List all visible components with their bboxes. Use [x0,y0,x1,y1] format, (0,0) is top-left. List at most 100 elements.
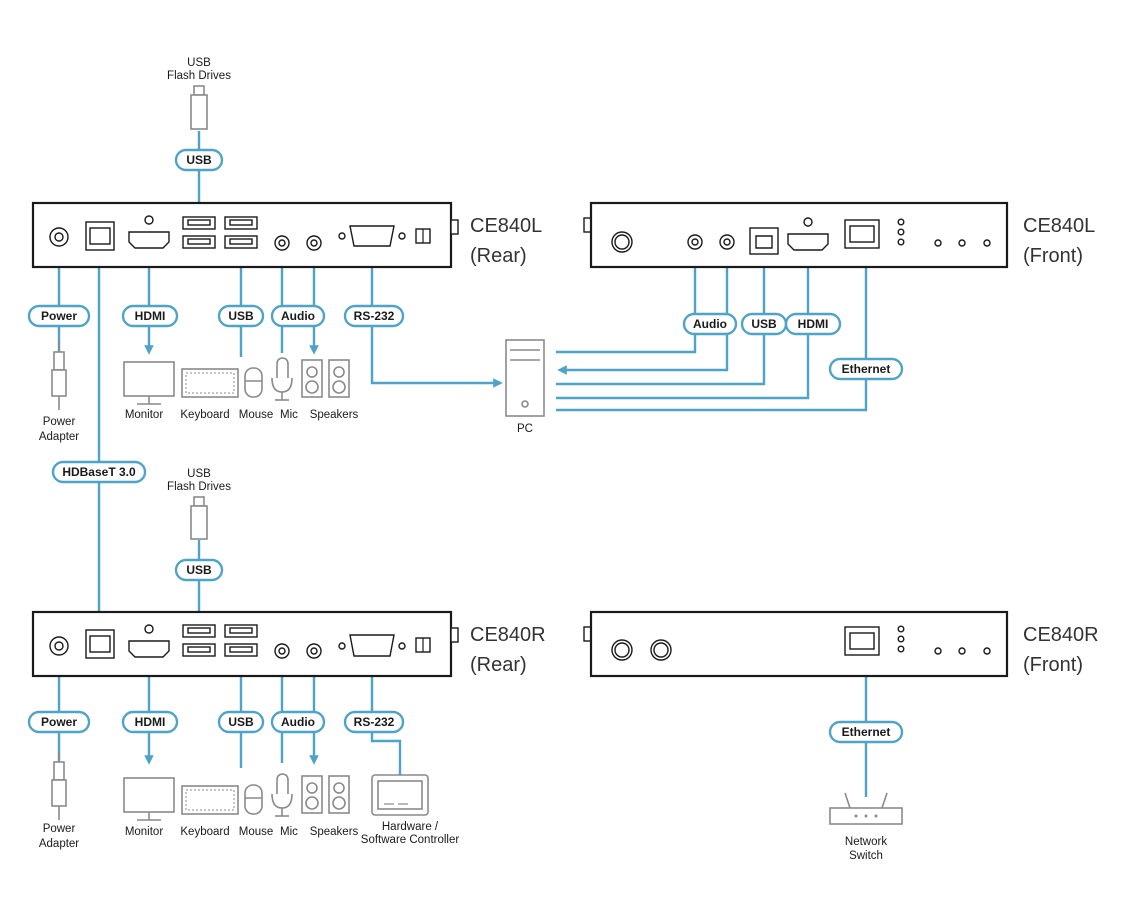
hdmi-pill-front: HDMI [784,312,842,336]
front-knobs-icon [611,639,672,661]
monitor-icon [123,361,175,405]
svg-text:Ethernet: Ethernet [842,725,891,739]
dip-switch-icon [415,637,431,653]
controller-icon [371,774,429,816]
usb-flash-label-1: USB [187,57,211,69]
speakers-label-bottom: Speakers [310,826,359,838]
svg-text:USB: USB [186,153,212,167]
power-adapter-label-bottom-2: Adapter [39,838,79,850]
keyboard-icon [181,785,239,815]
ethernet-front-cable [556,258,868,412]
pc-tower-icon [505,339,545,417]
usb-front-cable [556,258,766,386]
svg-text:USB: USB [751,317,777,331]
usb-pill-top: USB [174,148,224,172]
mouse-icon [244,367,263,398]
network-switch-label-2: Switch [849,850,883,862]
cable-labels: USB Power HDMI USB Audio RS-232 Audio U [27,148,904,744]
keyboard-label-bottom: Keyboard [180,826,229,838]
svg-text:Audio: Audio [281,309,315,323]
rs232-cable-bottom [367,665,402,775]
svg-text:Audio: Audio [281,715,315,729]
usb-ports-icon [182,624,258,657]
speakers-icon [301,359,350,398]
usb-flash-drive-icon [190,85,208,130]
power-adapter-label-2: Adapter [39,431,79,443]
mic-icon [271,773,293,817]
svg-text:HDMI: HDMI [135,715,166,729]
hdbaset-pill: HDBaseT 3.0 [51,460,147,484]
ethernet-port-icon [844,626,880,656]
keyboard-label: Keyboard [180,409,229,421]
svg-text:RS-232: RS-232 [354,715,395,729]
audio-pill-bottom: Audio [270,710,326,734]
audio-pill-front: Audio [682,312,738,336]
speakers-label: Speakers [310,409,359,421]
power-jack-icon [49,636,69,656]
power-adapter-icon [51,340,67,410]
audio-jacks-icon [274,235,322,251]
svg-text:Audio: Audio [693,317,727,331]
audio-front-cable-1 [556,253,700,354]
usb-b-port-icon [749,227,779,255]
ethernet-port-icon [844,219,880,249]
hdmi-pill-bottom: HDMI [121,710,179,734]
rs232-port-icon [338,634,406,657]
front-knob-icon [611,231,633,253]
power-pill-top: Power [27,304,91,328]
svg-text:HDMI: HDMI [135,309,166,323]
usb-pill-bottom-2: USB [217,710,265,734]
hdmi-port-icon [128,215,170,249]
ce840r-front-side: (Front) [1023,654,1083,676]
dip-switch-icon [415,228,431,244]
usb-flash-label-bottom-1: USB [187,468,211,480]
mic-label: Mic [280,409,298,421]
ce840r-front-name: CE840R [1023,624,1099,646]
ethernet-pill-bottom: Ethernet [828,720,904,744]
svg-text:USB: USB [228,715,254,729]
mic-icon [271,357,293,401]
ce840l-rear-panel [31,201,459,269]
usb-pill-top-2: USB [217,304,265,328]
hdmi-port-icon [128,624,170,658]
keyboard-icon [181,368,239,398]
ce840l-front-name: CE840L [1023,215,1095,237]
ce840l-rear-name: CE840L [470,215,542,237]
power-pill-bottom: Power [27,710,91,734]
hdbaset-port-icon [85,629,115,659]
usb-flash-drive-icon [190,496,208,540]
svg-text:USB: USB [228,309,254,323]
front-hdmi-port-icon [787,217,829,251]
ethernet-pill-front: Ethernet [828,357,904,381]
monitor-label-bottom: Monitor [125,826,164,838]
power-jack-icon [49,227,69,247]
ce840r-rear-name: CE840R [470,624,546,646]
mouse-label-bottom: Mouse [239,826,274,838]
network-switch-label-1: Network [845,836,887,848]
mic-label-bottom: Mic [280,826,298,838]
mouse-label: Mouse [239,409,274,421]
power-adapter-icon [51,752,67,820]
svg-text:Power: Power [41,715,77,729]
power-adapter-label-1: Power [43,416,76,428]
controller-label-1: Hardware / [382,821,439,833]
hdbaset-port-icon [85,221,115,251]
status-leds-icon [897,625,991,655]
ce840l-front-panel [583,201,1009,269]
power-adapter-label-bottom-1: Power [43,823,76,835]
rs232-cable-top [370,258,503,388]
ce840l-front-side: (Front) [1023,245,1083,267]
usb-ports-icon [182,216,258,249]
svg-text:USB: USB [186,563,212,577]
ce840r-front-panel [583,610,1009,678]
svg-text:HDMI: HDMI [798,317,829,331]
usb-pill-front: USB [740,312,788,336]
svg-text:RS-232: RS-232 [354,309,395,323]
ce840r-rear-side: (Rear) [470,654,527,676]
rs232-pill-bottom: RS-232 [343,710,405,734]
rs232-pill-top: RS-232 [343,304,405,328]
svg-text:Ethernet: Ethernet [842,362,891,376]
front-audio-jacks-icon [687,234,735,250]
svg-text:HDBaseT 3.0: HDBaseT 3.0 [62,465,136,479]
